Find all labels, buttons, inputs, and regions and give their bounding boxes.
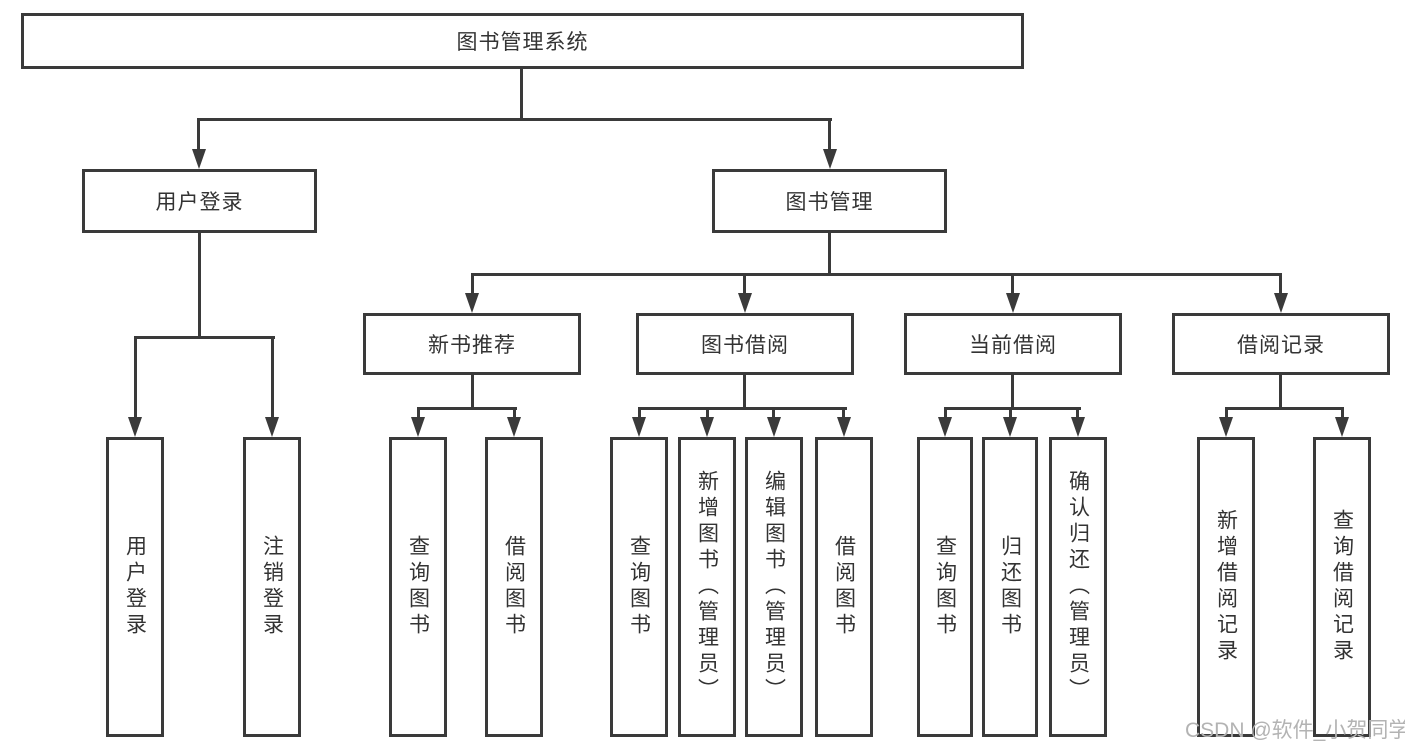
arrow-down-icon <box>938 417 952 437</box>
csdn-watermark: CSDN @软件_小贺同学 <box>1185 719 1405 742</box>
connector-user-login-stem <box>198 233 201 339</box>
connector-book-mgmt-stem <box>828 233 831 276</box>
arrow-down-icon <box>738 293 752 313</box>
leaf-borrowing-query-book-label: 查询图书 <box>627 535 651 639</box>
node-book-management-label: 图书管理 <box>785 191 874 214</box>
leaf-borrowing-borrow-book: 借阅图书 <box>815 437 873 737</box>
leaf-recommend-query-book: 查询图书 <box>389 437 447 737</box>
node-user-login: 用户登录 <box>82 169 317 233</box>
leaf-logout-label: 注销登录 <box>260 535 284 639</box>
node-borrowing-records: 借阅记录 <box>1172 313 1390 375</box>
arrow-down-icon <box>1274 293 1288 313</box>
leaf-records-add-record: 新增借阅记录 <box>1197 437 1255 737</box>
connector-recommend-stem <box>471 375 474 410</box>
node-new-book-recommend-label: 新书推荐 <box>428 334 516 357</box>
leaf-current-return-book-label: 归还图书 <box>998 535 1022 639</box>
node-root-label: 图书管理系统 <box>456 31 589 54</box>
connector-drop-cb-query <box>944 407 947 420</box>
connector-user-login-bus <box>134 336 275 339</box>
connector-current-bus <box>944 407 1081 410</box>
arrow-down-icon <box>823 149 837 169</box>
connector-drop-br-add <box>1225 407 1228 420</box>
connector-drop-book-mgmt <box>828 118 831 152</box>
connector-drop-borrowing-records <box>1279 273 1282 297</box>
leaf-borrowing-borrow-book-label: 借阅图书 <box>832 535 856 639</box>
node-borrowing-records-label: 借阅记录 <box>1237 334 1325 357</box>
leaf-borrowing-edit-book-admin: 编辑图书（管理员） <box>745 437 803 737</box>
connector-book-mgmt-bus <box>471 273 1282 276</box>
connector-drop-br-query <box>1341 407 1344 420</box>
connector-drop-book-borrowing <box>743 273 746 297</box>
leaf-current-confirm-return-admin: 确认归还（管理员） <box>1049 437 1107 737</box>
node-new-book-recommend: 新书推荐 <box>363 313 581 375</box>
node-current-borrowing: 当前借阅 <box>904 313 1122 375</box>
arrow-down-icon <box>128 417 142 437</box>
arrow-down-icon <box>465 293 479 313</box>
arrow-down-icon <box>192 149 206 169</box>
arrow-down-icon <box>1071 417 1085 437</box>
leaf-user-login-label: 用户登录 <box>123 535 147 639</box>
connector-records-bus <box>1225 407 1344 410</box>
arrow-down-icon <box>411 417 425 437</box>
leaf-current-return-book: 归还图书 <box>982 437 1038 737</box>
leaf-current-confirm-return-admin-label: 确认归还（管理员） <box>1066 470 1090 704</box>
arrow-down-icon <box>632 417 646 437</box>
connector-borrowing-stem <box>743 375 746 410</box>
arrow-down-icon <box>1335 417 1349 437</box>
connector-borrowing-bus <box>638 407 847 410</box>
connector-drop-user-login <box>197 118 200 152</box>
connector-drop-rec-borrow <box>513 407 516 420</box>
connector-drop-bb-add <box>706 407 709 420</box>
node-current-borrowing-label: 当前借阅 <box>969 334 1057 357</box>
connector-drop-cb-confirm <box>1076 407 1079 420</box>
leaf-borrowing-add-book-admin-label: 新增图书（管理员） <box>695 470 719 704</box>
leaf-recommend-query-book-label: 查询图书 <box>406 535 430 639</box>
connector-drop-leaf-logout <box>271 336 274 420</box>
node-book-borrowing-label: 图书借阅 <box>701 334 789 357</box>
connector-drop-new-book-recommend <box>471 273 474 297</box>
leaf-records-query-record-label: 查询借阅记录 <box>1330 509 1354 665</box>
connector-drop-leaf-user-login <box>134 336 137 420</box>
leaf-recommend-borrow-book: 借阅图书 <box>485 437 543 737</box>
node-book-borrowing: 图书借阅 <box>636 313 854 375</box>
node-user-login-label: 用户登录 <box>155 191 244 214</box>
arrow-down-icon <box>1006 293 1020 313</box>
arrow-down-icon <box>507 417 521 437</box>
arrow-down-icon <box>1003 417 1017 437</box>
connector-records-stem <box>1279 375 1282 410</box>
leaf-logout: 注销登录 <box>243 437 301 737</box>
arrow-down-icon <box>265 417 279 437</box>
leaf-borrowing-add-book-admin: 新增图书（管理员） <box>678 437 736 737</box>
connector-current-stem <box>1011 375 1014 410</box>
connector-root-stem <box>520 69 523 121</box>
connector-drop-bb-query <box>638 407 641 420</box>
leaf-records-add-record-label: 新增借阅记录 <box>1214 509 1238 665</box>
arrow-down-icon <box>767 417 781 437</box>
arrow-down-icon <box>837 417 851 437</box>
connector-drop-cb-return <box>1009 407 1012 420</box>
leaf-borrowing-edit-book-admin-label: 编辑图书（管理员） <box>762 470 786 704</box>
connector-drop-rec-query <box>417 407 420 420</box>
leaf-current-query-book-label: 查询图书 <box>933 535 957 639</box>
connector-drop-bb-edit <box>772 407 775 420</box>
leaf-recommend-borrow-book-label: 借阅图书 <box>502 535 526 639</box>
connector-drop-bb-borrow <box>842 407 845 420</box>
leaf-current-query-book: 查询图书 <box>917 437 973 737</box>
leaf-borrowing-query-book: 查询图书 <box>610 437 668 737</box>
node-book-management: 图书管理 <box>712 169 947 233</box>
connector-recommend-bus <box>417 407 517 410</box>
arrow-down-icon <box>700 417 714 437</box>
leaf-records-query-record: 查询借阅记录 <box>1313 437 1371 737</box>
leaf-user-login: 用户登录 <box>106 437 164 737</box>
node-root: 图书管理系统 <box>21 13 1024 69</box>
connector-drop-current-borrowing <box>1011 273 1014 297</box>
arrow-down-icon <box>1219 417 1233 437</box>
connector-root-bus <box>197 118 832 121</box>
